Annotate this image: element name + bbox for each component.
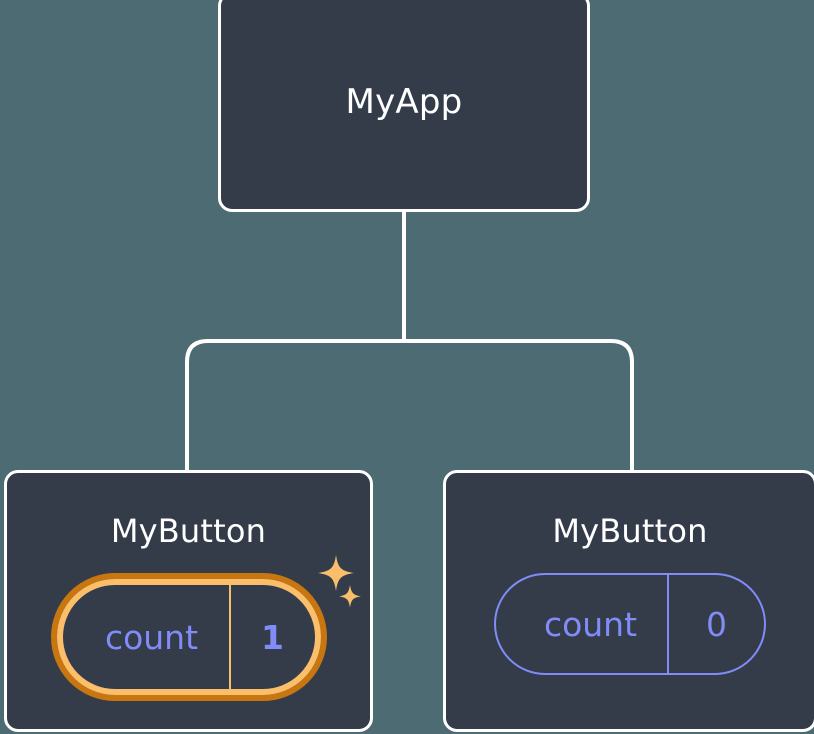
state-key-label: count: [543, 604, 638, 644]
state-pill-count-highlighted[interactable]: count 1: [50, 573, 327, 701]
state-pill-right-wrapper: count 0: [494, 573, 766, 675]
state-value-label: 0: [667, 575, 764, 673]
node-myapp-title: MyApp: [345, 82, 463, 122]
node-mybutton-right-title: MyButton: [552, 512, 708, 550]
state-pill-left-wrapper: count 1: [50, 555, 361, 701]
state-pill-count[interactable]: count 0: [494, 573, 766, 675]
node-mybutton-left-title: MyButton: [110, 512, 267, 550]
node-mybutton-left[interactable]: MyButton count 1: [4, 470, 373, 732]
edge-to-right-child: [404, 339, 634, 470]
state-pill-inner: count 1: [56, 579, 321, 695]
sparkle-icon-small: [338, 585, 361, 608]
edge-to-left-child: [185, 339, 404, 470]
state-value-label: 1: [228, 585, 315, 689]
node-myapp[interactable]: MyApp: [218, 0, 590, 212]
sparkle-icon-large: [317, 555, 354, 591]
state-key-label: count: [104, 617, 199, 657]
node-mybutton-right[interactable]: MyButton count 0: [443, 470, 814, 732]
